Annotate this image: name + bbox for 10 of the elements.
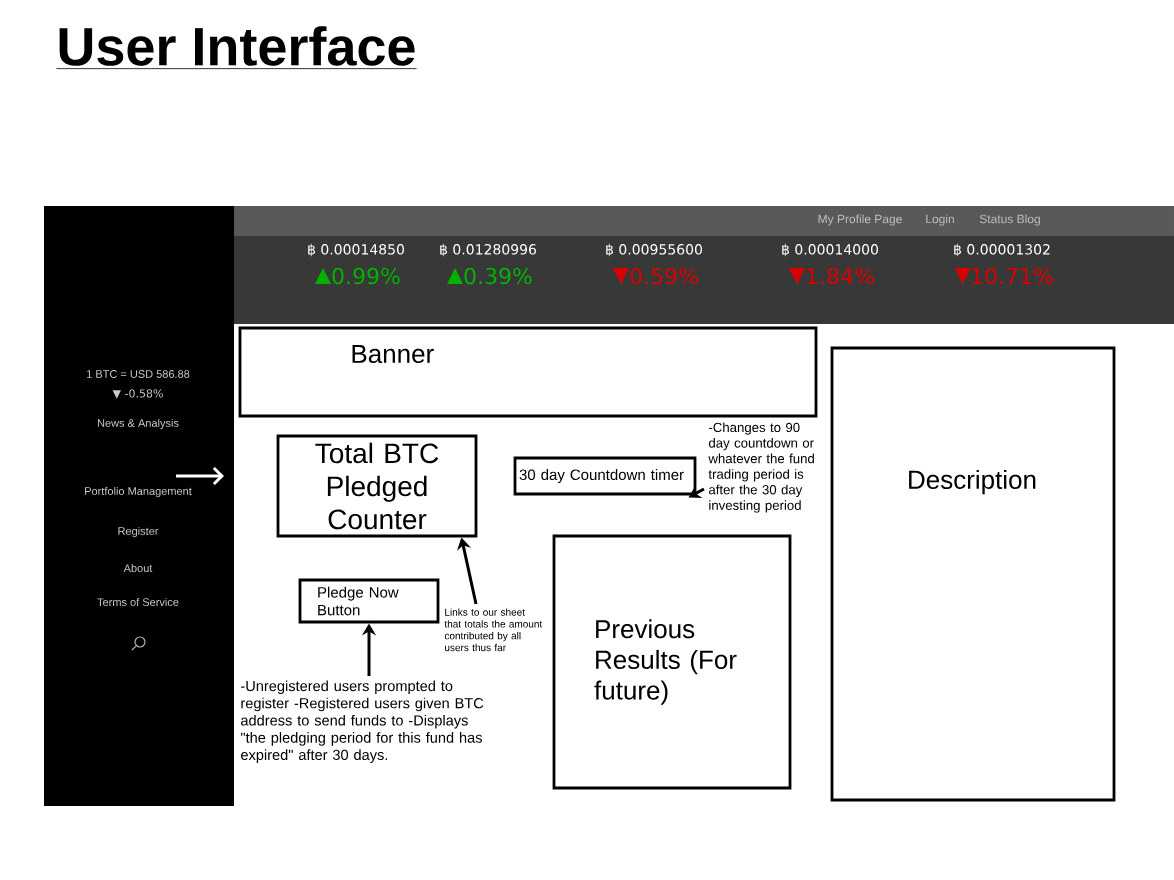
change-text: 0.59%	[630, 267, 698, 285]
change-text: 1.84%	[807, 267, 874, 285]
change-text: 10.71%	[972, 267, 1053, 285]
description-box: Description	[830, 346, 1116, 802]
change-text: 0.39%	[464, 267, 532, 285]
counter-box: Total BTC Pledged Counter	[276, 434, 478, 538]
results-box: Previous Results (For future)	[552, 534, 792, 790]
banner-box: Banner	[238, 326, 818, 418]
change-text: 0.99%	[332, 267, 400, 285]
title: User Interface	[56, 26, 417, 70]
